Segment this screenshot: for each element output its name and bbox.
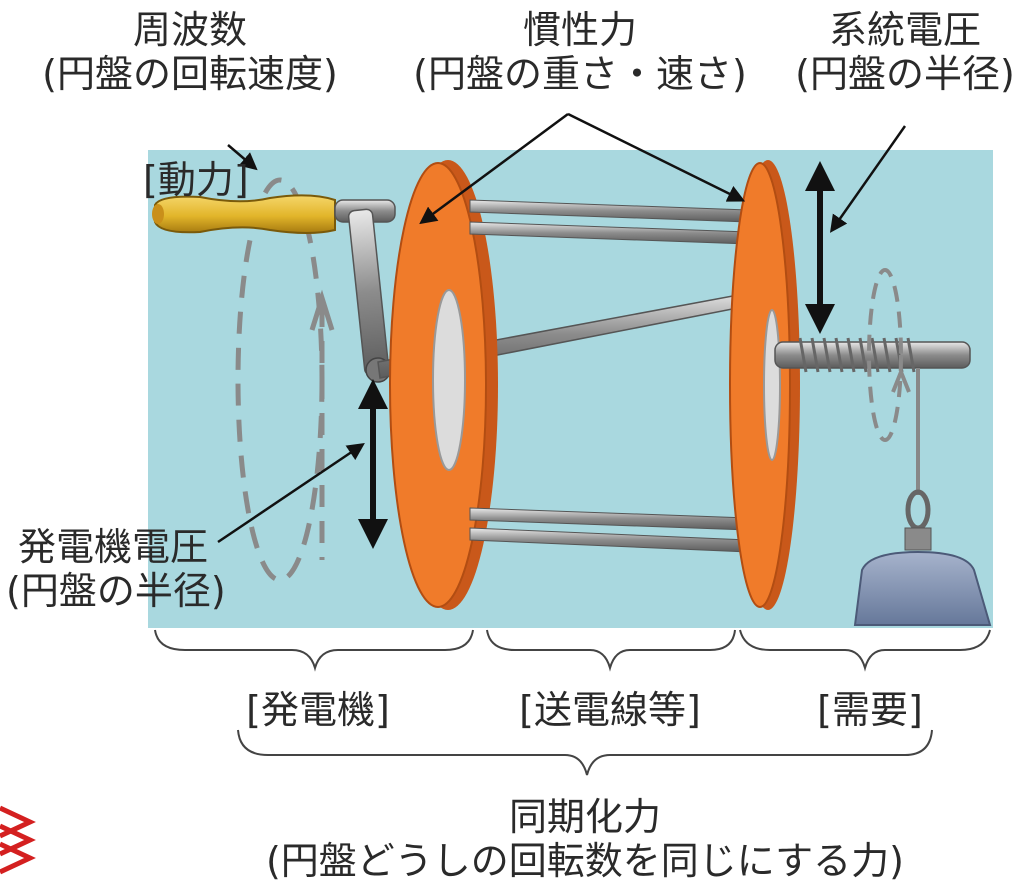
generator-voltage-title: 発電機電圧 bbox=[18, 525, 209, 569]
rotation-arrow-demand bbox=[891, 366, 911, 393]
frequency-subtitle: (円盤の回転速度) bbox=[42, 52, 338, 96]
generator-disk bbox=[389, 160, 498, 610]
crank-handle bbox=[152, 194, 396, 383]
system-voltage-subtitle: (円盤の半径) bbox=[795, 52, 1015, 96]
system-voltage-title: 系統電圧 bbox=[828, 8, 981, 52]
inertia-subtitle: (円盤の重さ・速さ) bbox=[413, 52, 747, 96]
brace-sync-force bbox=[237, 729, 933, 776]
label-system-voltage: 系統電圧 (円盤の半径) bbox=[780, 8, 1030, 96]
pointer-frequency bbox=[227, 144, 258, 171]
brace-transmission bbox=[486, 629, 736, 672]
section-label-generator: [発電機] bbox=[246, 688, 390, 732]
label-frequency: 周波数 (円盤の回転速度) bbox=[10, 8, 370, 96]
logo-mark bbox=[0, 805, 36, 875]
demand-disk bbox=[729, 160, 800, 610]
section-label-transmission: [送電線等] bbox=[519, 688, 701, 732]
frequency-title: 周波数 bbox=[132, 8, 247, 52]
sync-force-title: 同期化力 bbox=[508, 795, 661, 839]
label-inertia: 慣性力 (円盤の重さ・速さ) bbox=[410, 8, 750, 96]
brace-demand bbox=[739, 629, 991, 672]
rotation-direction-arrow bbox=[309, 289, 335, 331]
demand-shaft bbox=[774, 337, 971, 373]
generator-voltage-subtitle: (円盤の半径) bbox=[6, 569, 226, 613]
load-weight bbox=[853, 368, 992, 626]
label-sync-force: 同期化力 (円盤どうしの回転数を同じにする力) bbox=[215, 795, 955, 883]
inertia-title: 慣性力 bbox=[522, 8, 637, 52]
transmission-rods bbox=[469, 199, 749, 553]
pointer-generator-voltage bbox=[217, 443, 365, 544]
pointer-inertia-left bbox=[419, 112, 569, 225]
pointer-inertia-right bbox=[567, 112, 746, 202]
sync-force-subtitle: (円盤どうしの回転数を同じにする力) bbox=[265, 839, 905, 883]
label-power: [動力] bbox=[143, 158, 249, 202]
section-label-demand: [需要] bbox=[817, 688, 923, 732]
brace-generator bbox=[154, 629, 474, 672]
label-generator-voltage: 発電機電圧 (円盤の半径) bbox=[6, 525, 226, 613]
rotation-path-demand bbox=[867, 268, 903, 442]
pointer-system-voltage bbox=[829, 125, 907, 233]
